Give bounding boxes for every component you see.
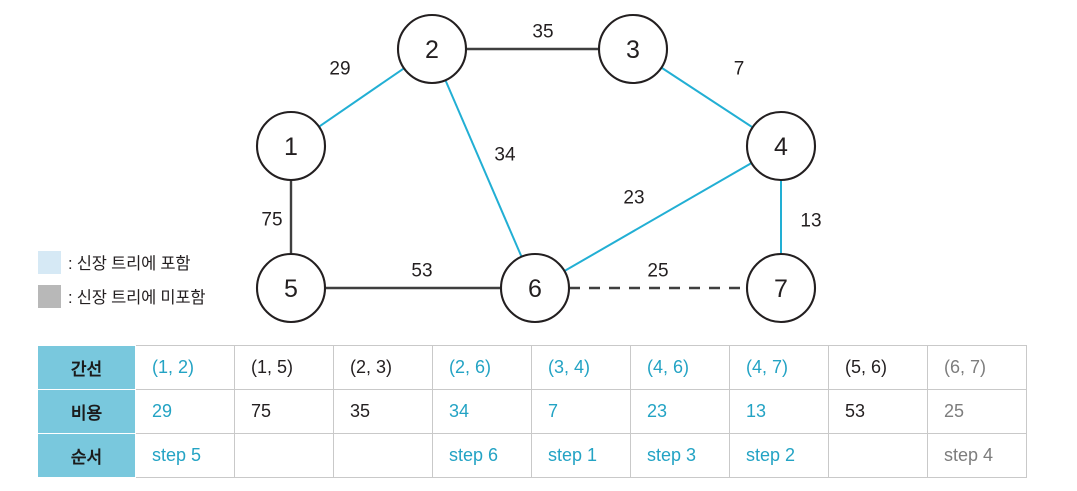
table-cell-edge-3: (2, 3) [333, 345, 433, 390]
graph-node-label-4: 4 [774, 133, 788, 161]
table-cell-edge-9: (6, 7) [927, 345, 1027, 390]
table-cell-order-7: step 2 [729, 433, 829, 478]
table-cell-order-3 [333, 433, 433, 478]
table-cell-order-8 [828, 433, 928, 478]
edge-weight-2-6: 34 [494, 145, 516, 166]
table-cell-edge-7: (4, 7) [729, 345, 829, 390]
edge-weight-5-6: 53 [411, 261, 432, 282]
row-header-order: 순서 [37, 433, 136, 478]
graph-node-label-1: 1 [284, 133, 298, 161]
table-cell-order-6: step 3 [630, 433, 730, 478]
graph-node-7 [745, 252, 817, 324]
table-cell-cost-7: 13 [729, 389, 829, 434]
table-cell-order-4: step 6 [432, 433, 532, 478]
table-cell-edge-6: (4, 6) [630, 345, 730, 390]
edge-weight-2-3: 35 [532, 22, 553, 43]
table-cell-order-9: step 4 [927, 433, 1027, 478]
table-cell-cost-3: 35 [333, 389, 433, 434]
edge-weight-6-7: 25 [647, 261, 668, 282]
edge-weight-4-6: 23 [623, 188, 644, 209]
edge-weight-1-2: 29 [329, 59, 350, 80]
graph-node-6 [499, 252, 571, 324]
graph-node-2 [396, 13, 468, 85]
table-cell-cost-6: 23 [630, 389, 730, 434]
legend-item-excluded: : 신장 트리에 미포함 [38, 282, 268, 310]
legend-label-included: : 신장 트리에 포함 [68, 255, 191, 273]
table-cell-edge-2: (1, 5) [234, 345, 334, 390]
table-cell-order-5: step 1 [531, 433, 631, 478]
table-cell-edge-5: (3, 4) [531, 345, 631, 390]
table-cell-order-1: step 5 [135, 433, 235, 478]
edge-cost-order-table: 간선 (1, 2)(1, 5)(2, 3)(2, 6)(3, 4)(4, 6)(… [37, 345, 1027, 478]
table-cell-cost-5: 7 [531, 389, 631, 434]
graph-edge-2-6 [444, 79, 523, 258]
graph-node-label-6: 6 [528, 275, 542, 303]
table-cell-edge-8: (5, 6) [828, 345, 928, 390]
edge-weight-3-4: 7 [734, 59, 745, 80]
graph-node-label-7: 7 [774, 275, 788, 303]
legend-swatch-excluded [38, 284, 61, 308]
table-cell-cost-1: 29 [135, 389, 235, 434]
graph-edge-4-6 [563, 162, 753, 272]
table-row-edges: 간선 (1, 2)(1, 5)(2, 3)(2, 6)(3, 4)(4, 6)(… [37, 345, 1027, 390]
graph-node-label-5: 5 [284, 275, 298, 303]
graph-node-4 [745, 110, 817, 182]
graph-node-3 [597, 13, 669, 85]
table-cell-cost-9: 25 [927, 389, 1027, 434]
edge-weight-1-5: 75 [261, 210, 282, 231]
table-cell-cost-8: 53 [828, 389, 928, 434]
legend: : 신장 트리에 포함 : 신장 트리에 미포함 [38, 248, 268, 316]
row-header-edge: 간선 [37, 345, 136, 390]
graph-edge-1-2 [318, 67, 405, 128]
table-cell-cost-2: 75 [234, 389, 334, 434]
graph-node-1 [255, 110, 327, 182]
edge-weight-4-7: 13 [800, 211, 821, 232]
graph-node-5 [255, 252, 327, 324]
row-header-cost: 비용 [37, 389, 136, 434]
table-cell-edge-1: (1, 2) [135, 345, 235, 390]
table-cell-cost-4: 34 [432, 389, 532, 434]
graph-edge-3-4 [660, 66, 754, 129]
edge-layer [289, 47, 782, 290]
legend-item-included: : 신장 트리에 포함 [38, 248, 268, 276]
table-cell-edge-4: (2, 6) [432, 345, 532, 390]
legend-label-excluded: : 신장 트리에 미포함 [68, 289, 206, 307]
graph-node-label-2: 2 [425, 36, 439, 64]
graph-node-label-3: 3 [626, 36, 640, 64]
legend-swatch-included [38, 250, 61, 274]
table-cell-order-2 [234, 433, 334, 478]
